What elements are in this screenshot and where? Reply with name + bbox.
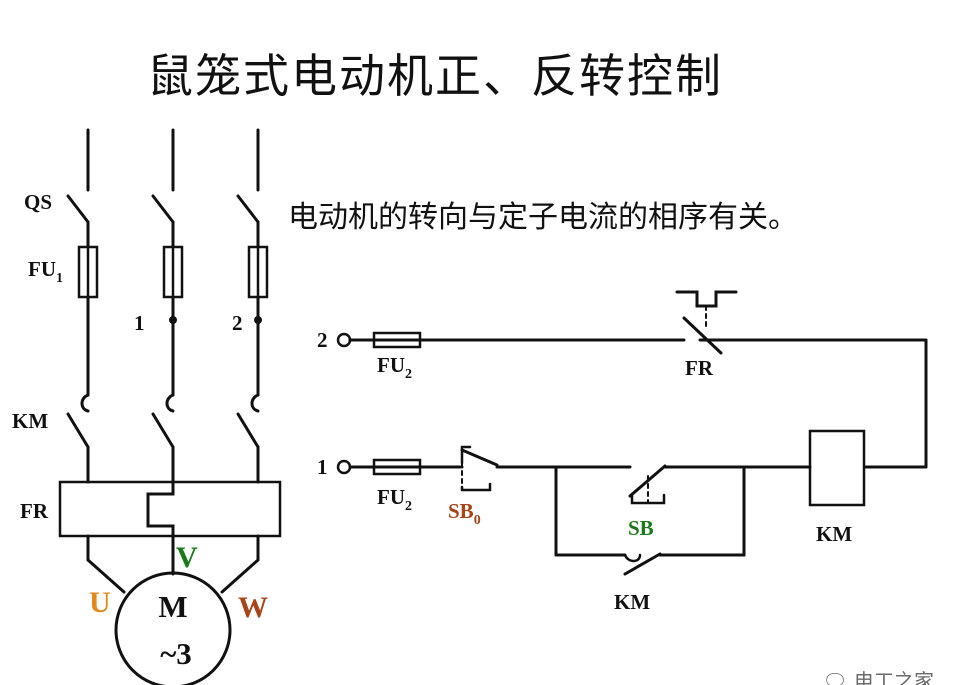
node-1-dot [169, 316, 177, 324]
control-circuit [336, 290, 928, 576]
terminal-2-circle [336, 332, 352, 348]
fr-main-label: FR [20, 499, 49, 523]
start-hold-branch [554, 464, 746, 576]
watermark: 🗨 电工之家 [822, 665, 934, 685]
node-2-dot [254, 316, 262, 324]
qs-switch [66, 194, 260, 249]
terminal-2-label: 2 [317, 328, 328, 352]
terminal-1-label: 1 [317, 455, 328, 479]
motor-m-label: M [158, 589, 187, 624]
km-main-label: KM [12, 409, 48, 433]
phase-v-label: V [176, 541, 198, 574]
sb0-stop-button [460, 445, 558, 492]
fu2-bottom-label: FU2 [377, 485, 412, 514]
fr-contact-label: FR [685, 356, 714, 380]
watermark-text: 电工之家 [854, 669, 934, 685]
phase-u-label: U [89, 586, 111, 619]
fr-nc-contact [675, 290, 928, 355]
fu2-top-label: FU2 [377, 353, 412, 382]
node-1-label: 1 [134, 311, 145, 335]
km-coil [808, 429, 866, 507]
chat-logo-icon: 🗨 [822, 669, 848, 685]
motor-circle [114, 571, 232, 685]
km-hold-label: KM [614, 590, 650, 614]
motor-leads [86, 534, 260, 594]
main-circuit [58, 128, 282, 685]
phase-w-label: W [238, 591, 268, 624]
fu1-label: FU1 [28, 257, 63, 286]
fr-thermal-relay [58, 480, 282, 538]
motor-phase-label: ~3 [160, 636, 192, 671]
sb-label: SB [628, 516, 654, 540]
km-coil-label: KM [816, 522, 852, 546]
sb0-label: SB0 [448, 499, 481, 528]
fu1-fuses [77, 245, 269, 299]
qs-label: QS [24, 190, 52, 214]
supply-lines [86, 128, 260, 192]
km-main-contacts [66, 393, 260, 484]
terminal-1-circle [336, 459, 352, 475]
page-title: 鼠笼式电动机正、反转控制 [147, 49, 723, 103]
explanation-note: 电动机的转向与定子电流的相序有关。 [288, 200, 798, 235]
node-2-label: 2 [232, 311, 243, 335]
